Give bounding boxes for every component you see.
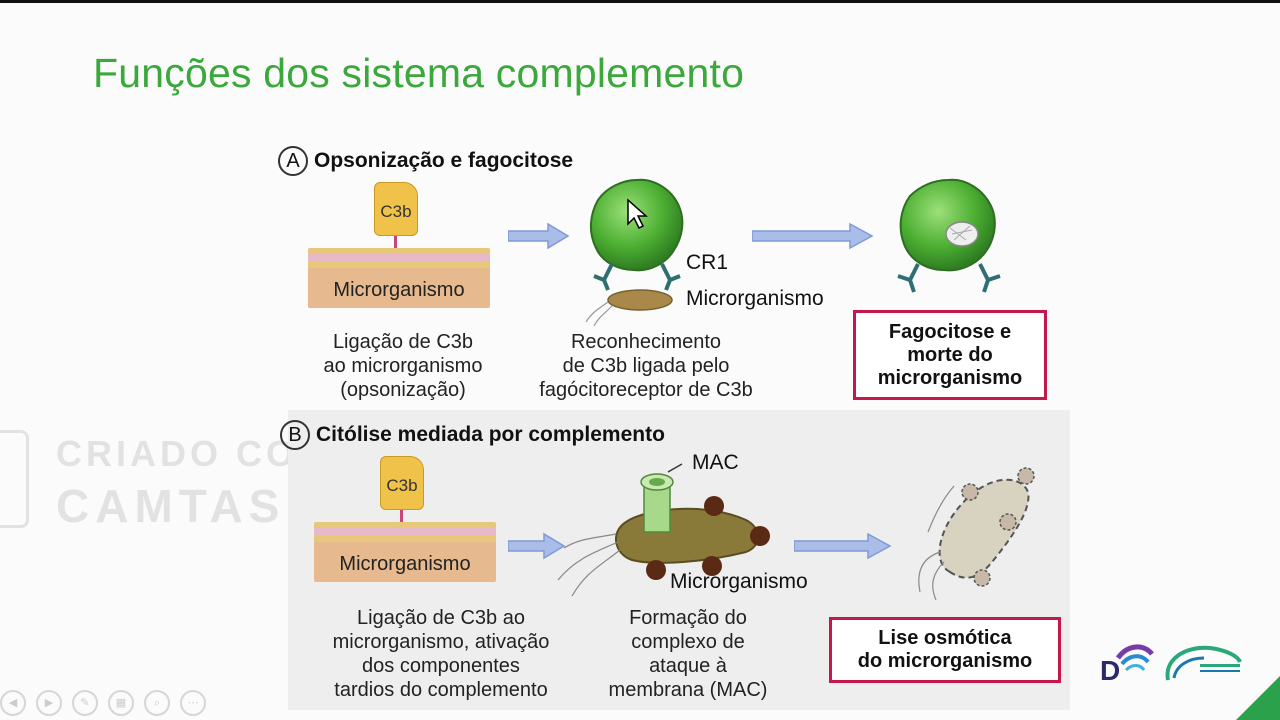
result-box-b: Lise osmótica do microrganismo <box>829 617 1061 683</box>
caption-a2-line: Reconhecimento <box>570 331 722 353</box>
result-box-a: Fagocitose e morte do microrganismo <box>853 310 1047 400</box>
microorganism-band-b: Microrganismo <box>314 522 496 582</box>
phagocyte-binding <box>585 178 684 326</box>
result-b-line: do microrganismo <box>857 650 1033 672</box>
caption-b1-line: tardios do complemento <box>334 679 548 701</box>
arrow-a2 <box>752 222 874 250</box>
panel-b-letter: B <box>280 420 310 450</box>
d-logo-icon: D <box>1100 644 1154 686</box>
lysed-bacterium <box>918 467 1035 601</box>
result-a-line: Fagocitose e <box>888 320 1012 343</box>
previous-icon[interactable]: ◀ <box>0 690 26 716</box>
panel-b-heading: B Citólise mediada por complemento <box>280 420 665 450</box>
panel-a-heading: A Opsonização e fagocitose <box>278 146 573 176</box>
c3b-molecule-a: C3b <box>374 182 418 236</box>
pen-icon[interactable]: ✎ <box>72 690 98 716</box>
next-icon[interactable]: ▶ <box>36 690 62 716</box>
caption-b1-line: Ligação de C3b ao <box>357 607 525 629</box>
mac-bacterium <box>557 463 770 597</box>
panel-b-heading-text: Citólise mediada por complemento <box>316 423 665 446</box>
caption-b1-line: microrganismo, ativação <box>332 631 550 653</box>
c3b-molecule-b: C3b <box>380 456 424 510</box>
arrow-b1 <box>508 532 566 560</box>
caption-b2: Formação do complexo de ataque à membran… <box>578 606 798 702</box>
microorganism-label-b2: Microrganismo <box>670 570 808 593</box>
microorganism-label-a2: Microrganismo <box>686 287 824 310</box>
caption-b1: Ligação de C3b ao microrganismo, ativaçã… <box>296 606 586 702</box>
c3b-stem-a <box>394 236 397 250</box>
zoom-icon[interactable]: ⌕ <box>144 690 170 716</box>
panel-a-letter: A <box>278 146 308 176</box>
slide-title: Funções dos sistema complemento <box>93 50 745 96</box>
university-logo-icon <box>1165 645 1242 681</box>
caption-a2: Reconhecimento de C3b ligada pelo fagóci… <box>506 330 786 402</box>
mac-label: MAC <box>692 451 739 474</box>
caption-b2-line: ataque à <box>649 655 727 677</box>
result-a-line: morte do <box>907 343 993 366</box>
svg-text:D: D <box>1100 655 1120 686</box>
phagocyte-ingesting <box>897 178 1001 293</box>
result-b-line: Lise osmótica <box>878 627 1012 649</box>
caption-a1-line: (opsonização) <box>340 379 466 401</box>
cr1-label: CR1 <box>686 251 729 274</box>
caption-a1-line: Ligação de C3b <box>332 331 474 353</box>
top-border <box>0 0 1280 3</box>
caption-a1: Ligação de C3b ao microrganismo (opsoniz… <box>298 330 508 402</box>
caption-a2-line: fagócitoreceptor de C3b <box>539 379 753 401</box>
microorganism-label-b: Microrganismo <box>339 553 471 575</box>
caption-b2-line: Formação do <box>629 607 747 629</box>
caption-b1-line: dos componentes <box>362 655 520 677</box>
arrow-a1 <box>508 222 570 250</box>
arrow-b2 <box>794 532 892 560</box>
c3b-stem-b <box>400 510 403 524</box>
microorganism-label-a: Microrganismo <box>333 279 465 301</box>
caption-a1-line: ao microrganismo <box>323 355 483 377</box>
slides-icon[interactable]: ▦ <box>108 690 134 716</box>
caption-b2-line: membrana (MAC) <box>608 679 768 701</box>
microorganism-band-a: Microrganismo <box>308 248 490 308</box>
caption-b2-line: complexo de <box>631 631 745 653</box>
result-a-line: microrganismo <box>877 366 1023 389</box>
panel-a-heading-text: Opsonização e fagocitose <box>314 149 574 172</box>
camtasia-watermark-icon <box>0 430 29 528</box>
slideshow-controls: ◀ ▶ ✎ ▦ ⌕ ⋯ <box>0 690 206 718</box>
more-icon[interactable]: ⋯ <box>180 690 206 716</box>
corner-decoration <box>1236 676 1280 720</box>
caption-a2-line: de C3b ligada pelo <box>562 355 730 377</box>
